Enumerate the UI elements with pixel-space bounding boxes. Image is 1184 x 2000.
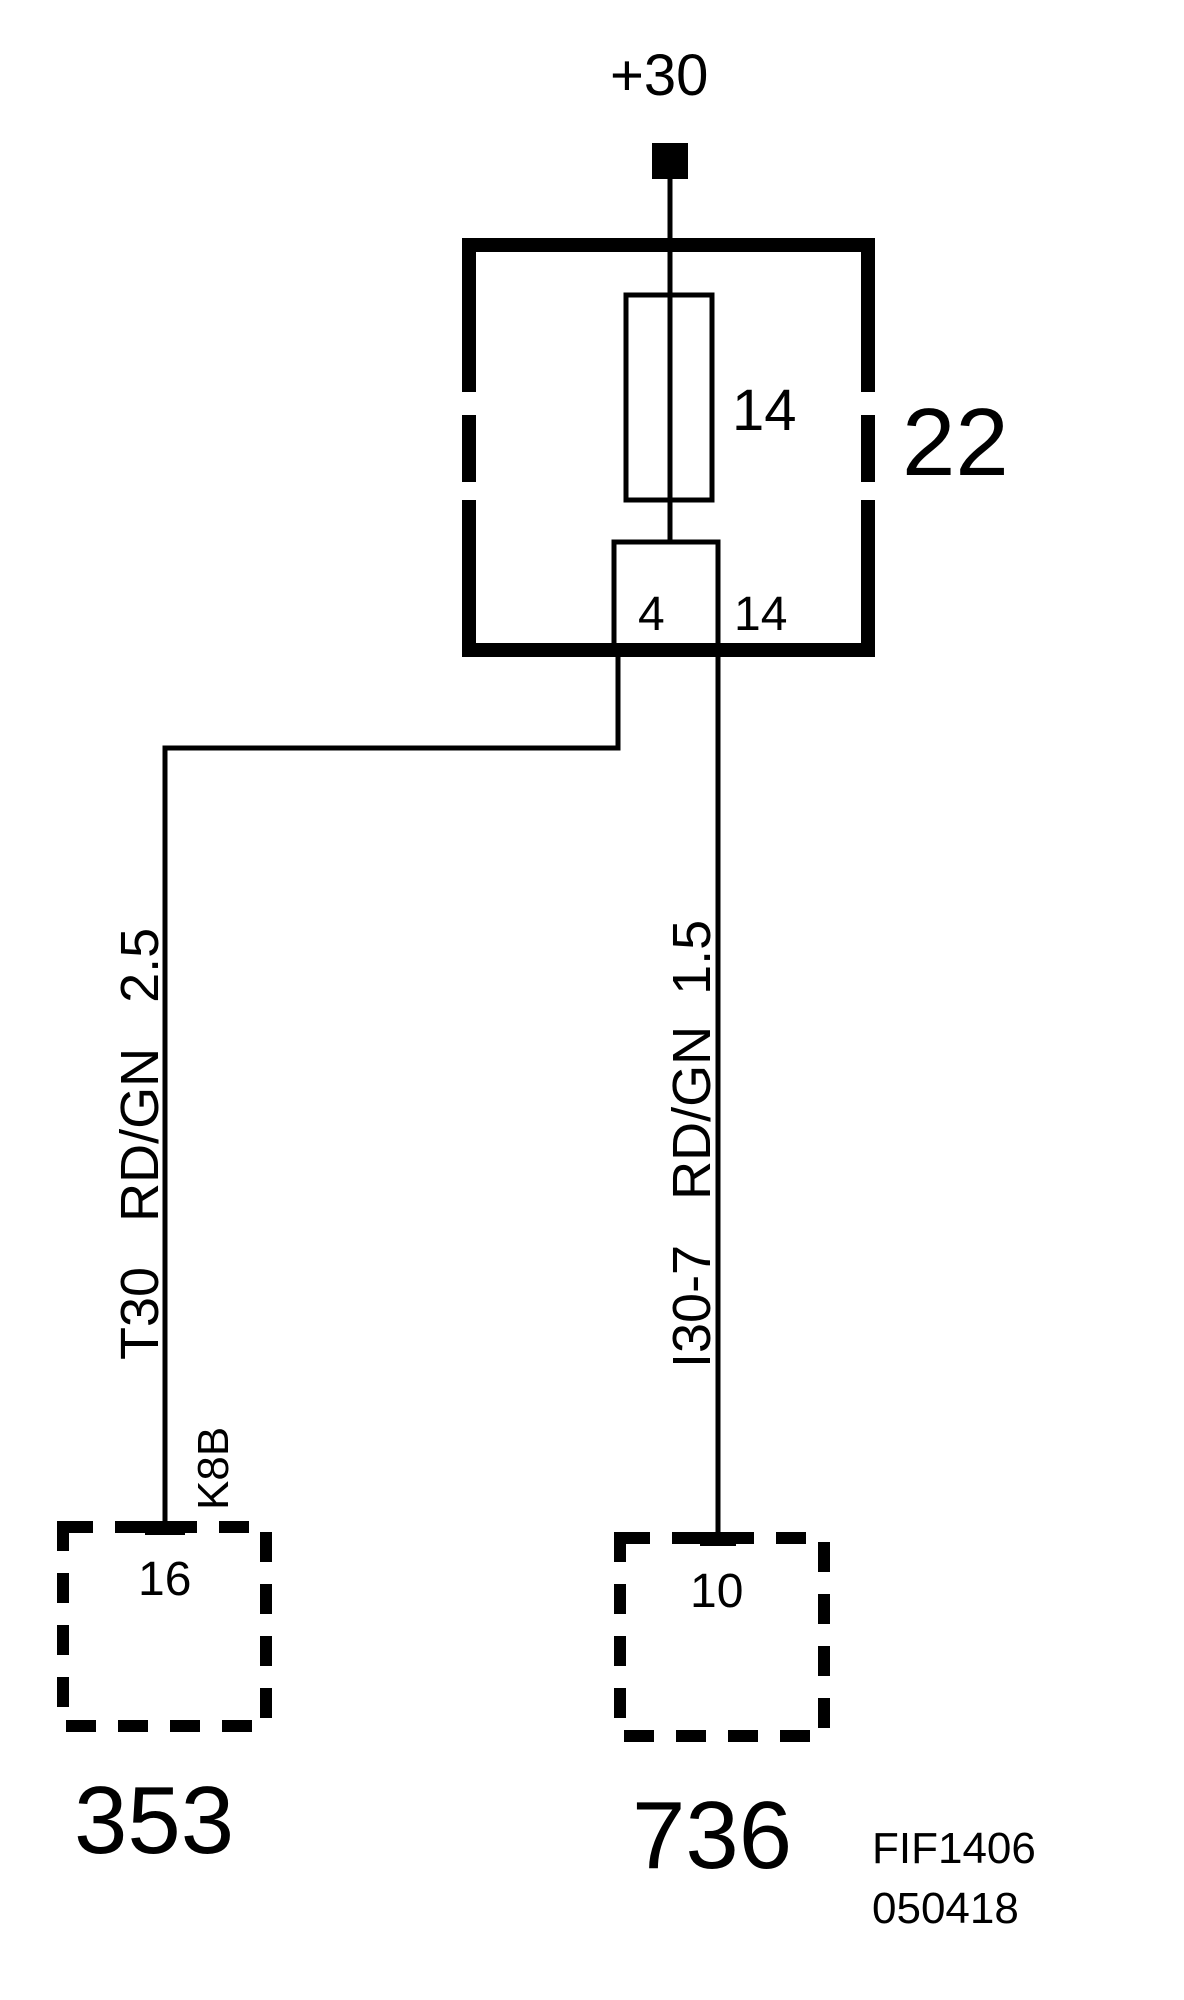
supply-terminal <box>652 143 688 179</box>
component-736-pin-mark <box>700 1532 736 1546</box>
component-353-pin-mark <box>145 1521 185 1535</box>
wire-i30-7-label: I30-7 RD/GN 1.5 <box>662 920 722 1368</box>
fuse-number: 14 <box>732 378 797 443</box>
component-736-id: 736 <box>632 1782 792 1889</box>
reference-code: FIF1406 <box>872 1824 1036 1873</box>
connector-k8b-label: K8B <box>189 1427 238 1510</box>
wire-t30 <box>162 647 621 1533</box>
wire-i30-7-name: I30-7 <box>662 1245 722 1368</box>
supply-label: +30 <box>610 43 708 108</box>
fuse-pin-left: 4 <box>638 588 665 641</box>
wire-t30-color: RD/GN <box>110 1048 170 1222</box>
component-353-pin: 16 <box>138 1553 191 1606</box>
wire-i30-7-color: RD/GN <box>662 1026 722 1200</box>
wire-t30-name: T30 <box>110 1267 170 1360</box>
wire-t30-size: 2.5 <box>110 928 170 1003</box>
fuse-element <box>623 292 715 503</box>
component-736-box <box>614 1532 830 1742</box>
reference-date: 050418 <box>872 1884 1019 1933</box>
fuse-box-id: 22 <box>902 389 1009 496</box>
component-353-box <box>57 1521 272 1732</box>
fuse-pin-block <box>611 539 721 653</box>
wire-t30-label: T30 RD/GN 2.5 <box>110 928 170 1360</box>
component-353-id: 353 <box>74 1767 234 1874</box>
component-736-pin: 10 <box>690 1565 743 1618</box>
fuse-pin-right: 14 <box>734 588 787 641</box>
wire-i30-7-size: 1.5 <box>662 920 722 995</box>
